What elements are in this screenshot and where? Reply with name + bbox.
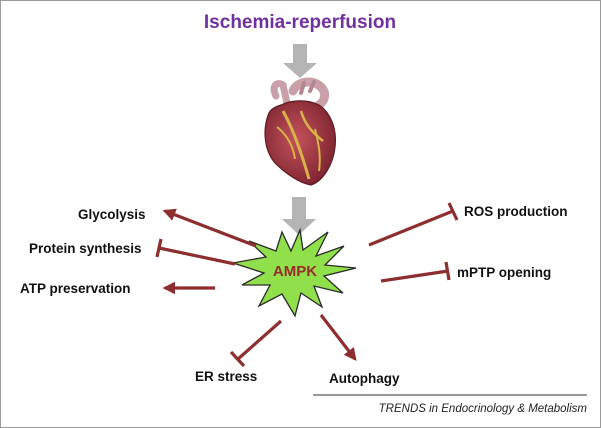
source-credit: TRENDS in Endocrinology & Metabolism bbox=[379, 403, 588, 415]
inhibit-mptp-opening bbox=[380, 261, 451, 283]
ampk-starburst bbox=[232, 227, 357, 318]
diagram-title: Ischemia-reperfusion bbox=[204, 12, 396, 33]
label-er-stress: ER stress bbox=[195, 369, 257, 384]
label-atp-preservation: ATP preservation bbox=[20, 281, 131, 296]
arrow-to-autophagy bbox=[319, 314, 357, 362]
arrow-to-glycolysis bbox=[162, 208, 257, 248]
inhibit-protein-synthesis bbox=[155, 238, 236, 266]
inhibit-ros-production bbox=[368, 202, 459, 247]
ampk-label: AMPK bbox=[273, 263, 317, 280]
label-autophagy: Autophagy bbox=[329, 371, 400, 386]
down-arrow-icon bbox=[282, 197, 316, 235]
label-ros-production: ROS production bbox=[464, 204, 568, 219]
label-protein-synthesis: Protein synthesis bbox=[29, 241, 142, 256]
heart-illustration bbox=[264, 77, 336, 186]
down-arrow-icon bbox=[283, 44, 317, 78]
inhibit-er-stress bbox=[229, 319, 283, 368]
label-glycolysis: Glycolysis bbox=[78, 207, 146, 222]
label-mptp-opening: mPTP opening bbox=[457, 265, 551, 280]
